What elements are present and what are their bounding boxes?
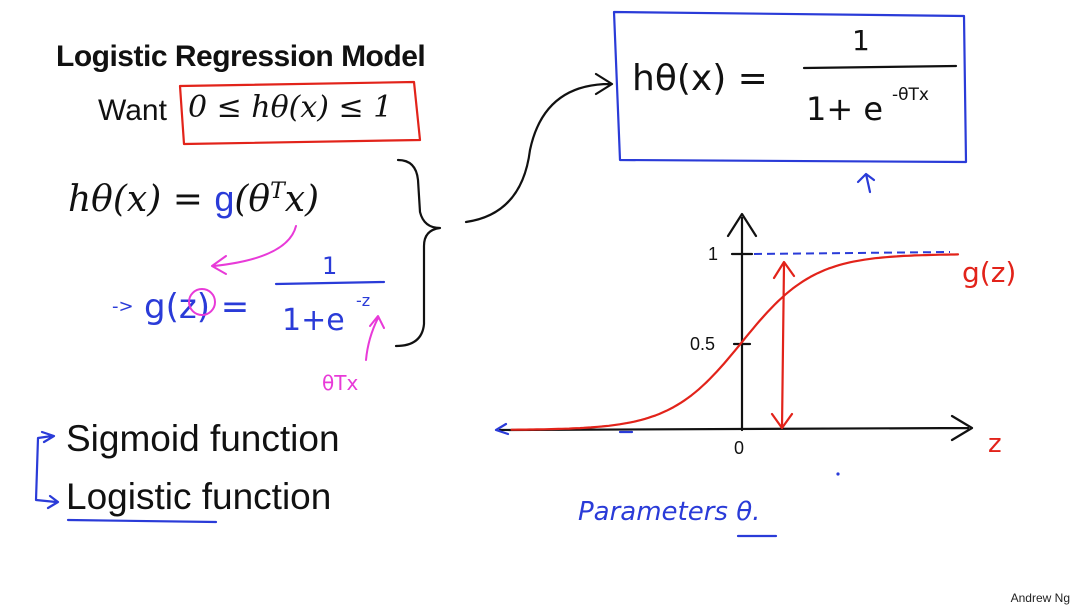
z-circle	[188, 288, 216, 316]
sigmoid-lhs: g(z) =	[144, 287, 249, 327]
x-tick-label-zero: 0	[734, 438, 744, 458]
up-arrow-small	[856, 172, 876, 194]
term-sigmoid: Sigmoid function	[66, 418, 340, 459]
want-highlight-box	[178, 80, 422, 146]
sigmoid-curve	[510, 253, 960, 431]
sigmoid-numerator: 1	[322, 252, 337, 280]
hypothesis-arg: (θ	[234, 179, 271, 220]
want-label: Want	[98, 94, 167, 127]
connector-arrow	[464, 72, 614, 224]
sigmoid-note: θTx	[322, 371, 358, 395]
y-tick-label-one: 1	[708, 244, 718, 264]
hypothesis-rest: x)	[284, 179, 320, 220]
hypothesis-g: g	[214, 178, 235, 219]
y-tick-label-half: 0.5	[690, 334, 715, 354]
sigmoid-exponent: -z	[356, 291, 370, 310]
parameters-label: Parameters θ.	[578, 497, 760, 527]
left-mark	[494, 422, 510, 436]
author-credit: Andrew Ng	[1010, 591, 1070, 605]
y-axis	[726, 212, 758, 432]
boxed-formula-exponent: -θTx	[892, 85, 929, 105]
want-expression: 0 ≤ hθ(x) ≤ 1	[188, 90, 393, 125]
hypothesis-definition: hθ(x) = g(θTx)	[68, 178, 319, 220]
boxed-fraction-bar	[802, 64, 958, 70]
logistic-underline	[66, 518, 218, 524]
slide-title: Logistic Regression Model	[56, 40, 426, 73]
x-axis	[498, 414, 974, 442]
hypothesis-lhs: hθ(x) =	[68, 179, 215, 220]
term-logistic: Logistic function	[66, 476, 332, 517]
x-axis-label: z	[988, 429, 1002, 459]
pink-arrow-g	[211, 225, 297, 275]
stray-dot	[836, 472, 840, 476]
boxed-formula-denominator: 1+ e	[806, 90, 883, 128]
boxed-formula-lhs: hθ(x) =	[632, 58, 768, 99]
sigmoid-arrow-mark: ->	[112, 296, 134, 317]
vertical-double-arrow	[770, 260, 796, 430]
boxed-formula-numerator: 1	[852, 24, 870, 57]
hypothesis-sup: T	[270, 179, 285, 204]
pink-arrow-exponent	[365, 315, 385, 361]
right-brace	[394, 158, 442, 348]
asymptote-line	[753, 251, 951, 255]
sigmoid-denominator: 1+e	[282, 303, 345, 338]
curve-label: g(z)	[962, 256, 1016, 289]
term-bracket	[34, 430, 60, 510]
sigmoid-fraction-bar	[274, 280, 386, 286]
formula-box	[612, 10, 968, 164]
